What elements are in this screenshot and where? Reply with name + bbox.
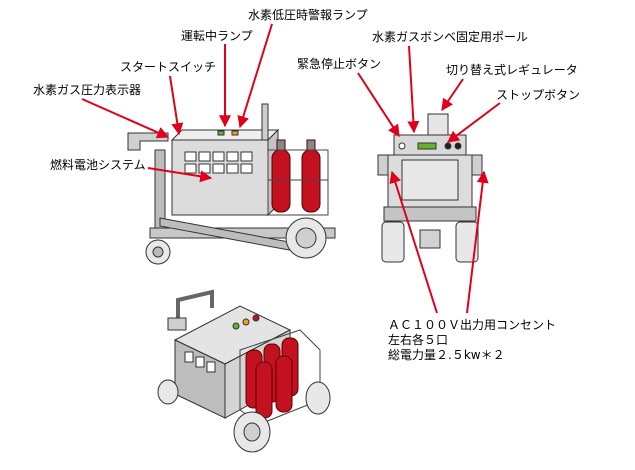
label-alarm-lamp: 水素低圧時警報ランプ	[248, 8, 368, 22]
front-view-cart	[377, 113, 483, 263]
leader-start-switch	[169, 75, 184, 136]
leader-outlet-left	[389, 170, 438, 314]
side-view-cart	[127, 103, 336, 265]
label-cylinder-pole: 水素ガスボンベ固定用ポール	[372, 30, 529, 44]
isometric-view-cart	[157, 289, 331, 453]
leader-pressure-display	[81, 98, 170, 139]
label-emergency-stop: 緊急停止ボタン	[297, 57, 382, 71]
leader-emergency-stop	[357, 72, 400, 138]
label-run-lamp: 運転中ランプ	[181, 29, 253, 43]
label-pressure-display: 水素ガス圧力表示器	[33, 83, 142, 97]
outlet-spec-line-1: ＡＣ１００Ｖ出力用コンセント	[388, 318, 557, 332]
leader-cylinder-pole	[407, 45, 420, 134]
outlet-spec-line-2: 左右各５口	[388, 333, 449, 347]
outlet-spec-line-3: 総電力量２.５kw＊２	[388, 348, 505, 362]
label-fuel-cell-system: 燃料電池システム	[50, 158, 146, 172]
leader-regulator	[441, 78, 464, 111]
leader-stop-button	[447, 102, 501, 143]
leader-fuel-cell	[147, 167, 213, 183]
leader-lines	[81, 23, 501, 314]
leader-alarm-lamp	[237, 23, 273, 129]
outlet-spec-block: ＡＣ１００Ｖ出力用コンセント 左右各５口 総電力量２.５kw＊２	[388, 318, 556, 363]
label-stop-button: ストップボタン	[496, 88, 581, 102]
label-start-switch: スタートスイッチ	[120, 60, 217, 74]
label-regulator: 切り替え式レギュレータ	[446, 63, 578, 77]
leader-outlet-right	[466, 170, 489, 314]
